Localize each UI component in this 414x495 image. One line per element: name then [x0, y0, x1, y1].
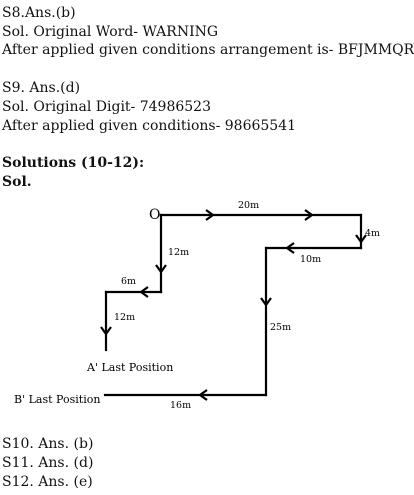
s8-answer: S8.Ans.(b) [2, 5, 76, 21]
s8-original-word: Sol. Original Word- WARNING [2, 24, 219, 40]
distance-25m-label: 25m [270, 322, 291, 333]
arrow-down-icon [355, 234, 367, 244]
distance-12m-label: 12m [168, 247, 189, 258]
b-last-position-label: B' Last Position [14, 393, 100, 406]
arrow-down-icon [155, 264, 167, 274]
distance-6m-label: 6m [121, 276, 136, 287]
distance-20m-label: 20m [238, 200, 259, 211]
arrow-right-icon [205, 209, 215, 221]
distance-4m-label: 4m [365, 228, 380, 239]
s11-answer: S11. Ans. (d) [2, 455, 94, 471]
origin-label: O [149, 207, 160, 223]
distance-10m-label: 10m [300, 254, 321, 265]
arrow-left-icon [285, 242, 295, 254]
arrow-left-icon [139, 286, 149, 298]
arrow-left-icon [198, 389, 208, 401]
distance-16m-label: 16m [170, 400, 191, 411]
s9-result: After applied given conditions- 98665541 [2, 118, 297, 134]
arrow-down-icon [100, 326, 112, 336]
sol-label: Sol. [2, 174, 32, 190]
s12-answer: S12. Ans. (e) [2, 474, 93, 490]
s9-original-digit: Sol. Original Digit- 74986523 [2, 99, 211, 115]
a-last-position-label: A' Last Position [86, 361, 173, 374]
arrow-right-icon [304, 209, 314, 221]
solutions-heading: Solutions (10-12): [2, 155, 145, 171]
arrow-down-icon [260, 297, 272, 307]
s8-arrangement: After applied given conditions arrangeme… [2, 42, 414, 58]
s10-answer: S10. Ans. (b) [2, 436, 94, 452]
s9-answer: S9. Ans.(d) [2, 80, 81, 96]
distance-12m-lower-label: 12m [114, 312, 135, 323]
